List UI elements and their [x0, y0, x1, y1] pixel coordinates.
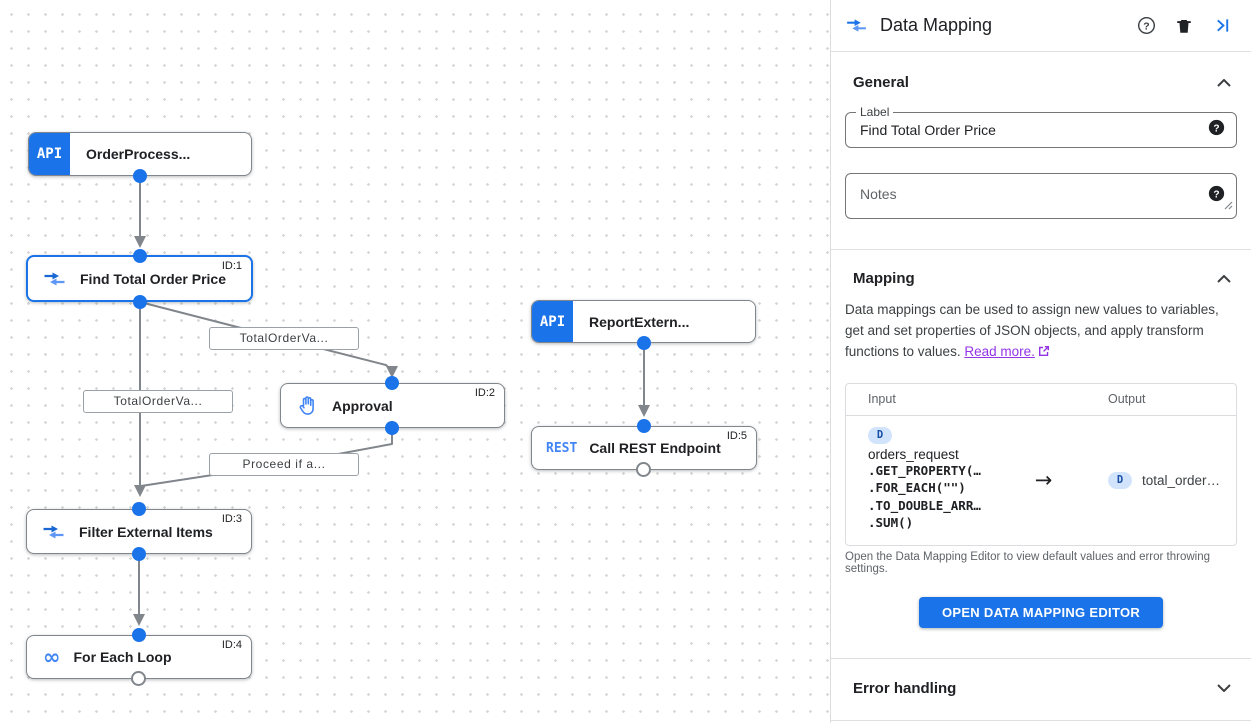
data-mapping-icon	[43, 271, 66, 287]
label-field: Label ?	[845, 105, 1237, 148]
node-id-badge: ID:4	[221, 639, 242, 651]
trash-icon[interactable]	[1171, 13, 1197, 39]
label-help-icon[interactable]: ?	[1208, 119, 1225, 141]
error-handling-heading: Error handling	[853, 679, 957, 697]
mapping-row[interactable]: D orders_request .GET_PROPERTY(… .FOR_EA…	[846, 416, 1236, 545]
section-error-handling: Error handling	[831, 659, 1251, 720]
data-mapping-icon	[42, 524, 65, 540]
input-column-header: Input	[868, 392, 896, 407]
divider	[831, 719, 1251, 721]
node-id-badge: ID:5	[726, 430, 747, 442]
divider	[831, 249, 1251, 250]
port-in-foreach[interactable]	[132, 628, 146, 642]
label-field-label: Label	[856, 105, 894, 119]
node-label: Call REST Endpoint	[589, 440, 721, 456]
open-data-mapping-editor-button[interactable]: OPEN DATA MAPPING EDITOR	[918, 596, 1164, 628]
transform-function: .SUM()	[868, 515, 914, 531]
edges-layer	[133, 176, 650, 626]
mapping-description-text: Data mappings can be used to assign new …	[845, 302, 1219, 359]
external-link-icon	[1038, 343, 1050, 364]
mapping-table: Input Output D orders_request .GET_PROPE…	[845, 382, 1237, 546]
read-more-link[interactable]: Read more.	[964, 343, 1035, 359]
node-approval[interactable]: Approval ID:2	[280, 383, 505, 428]
rest-icon: REST	[546, 440, 578, 456]
general-heading: General	[853, 74, 909, 91]
general-header[interactable]: General	[831, 74, 1251, 91]
node-label: Filter External Items	[79, 523, 213, 540]
collapse-right-icon[interactable]	[1209, 13, 1235, 39]
port-out-foreach[interactable]	[131, 671, 146, 686]
edge-label-totalorder-1[interactable]: TotalOrderVa...	[209, 327, 359, 350]
output-column-header: Output	[1108, 392, 1146, 407]
node-label: For Each Loop	[73, 649, 172, 665]
mapping-caption: Open the Data Mapping Editor to view def…	[845, 550, 1211, 575]
error-handling-header[interactable]: Error handling	[831, 659, 1251, 720]
datatype-badge: D	[868, 426, 892, 444]
port-in-approval[interactable]	[385, 376, 399, 390]
mapping-arrow-icon: →	[1034, 468, 1053, 493]
port-in-rest[interactable]	[637, 419, 651, 433]
port-in-filter[interactable]	[132, 502, 146, 516]
transform-function: .FOR_EACH("")	[868, 480, 966, 496]
node-id-badge: ID:3	[221, 513, 242, 525]
mapping-table-header: Input Output	[846, 384, 1236, 416]
port-in-findtotal[interactable]	[133, 249, 147, 263]
datatype-badge: D	[1108, 471, 1132, 489]
node-id-badge: ID:1	[221, 260, 242, 272]
node-reportextern-trigger[interactable]: API ReportExtern...	[531, 300, 756, 343]
approval-hand-icon	[296, 394, 320, 418]
node-call-rest-endpoint[interactable]: REST Call REST Endpoint ID:5	[531, 426, 757, 470]
input-variable: orders_request	[868, 446, 959, 462]
api-trigger-icon: API	[532, 301, 573, 342]
port-out-findtotal[interactable]	[133, 295, 147, 309]
loop-icon: ∞	[43, 645, 61, 669]
node-orderprocess-trigger[interactable]: API OrderProcess...	[28, 132, 252, 176]
notes-input[interactable]	[846, 174, 1236, 218]
node-label: Find Total Order Price	[80, 270, 226, 287]
mapping-description: Data mappings can be used to assign new …	[845, 300, 1237, 364]
port-out-orderprocess[interactable]	[133, 169, 147, 183]
port-out-reportextern[interactable]	[637, 336, 651, 350]
config-panel: Data Mapping ? Gene	[830, 0, 1251, 723]
chevron-down-icon[interactable]	[1217, 684, 1231, 693]
edge-label-totalorder-2[interactable]: TotalOrderVa...	[83, 390, 233, 413]
notes-help-icon[interactable]: ?	[1208, 185, 1225, 207]
section-mapping: Mapping Data mappings can be used to ass…	[831, 270, 1251, 658]
node-label: OrderProcess...	[86, 146, 191, 162]
transform-function: .TO_DOUBLE_ARR…	[868, 497, 981, 513]
svg-text:?: ?	[1213, 123, 1219, 134]
port-out-approval[interactable]	[385, 421, 399, 435]
panel-title: Data Mapping	[880, 15, 993, 35]
port-out-filter[interactable]	[132, 547, 146, 561]
mapping-output-cell: D total_order…	[1066, 416, 1236, 545]
mapping-header[interactable]: Mapping	[831, 270, 1251, 287]
workflow-canvas[interactable]: TotalOrderVa... TotalOrderVa... Proceed …	[0, 0, 830, 723]
label-input[interactable]	[846, 113, 1236, 147]
transform-function: .GET_PROPERTY(…	[868, 462, 981, 478]
chevron-up-icon[interactable]	[1217, 274, 1231, 283]
data-mapping-icon	[846, 18, 867, 33]
node-id-badge: ID:2	[474, 387, 495, 399]
api-trigger-icon: API	[29, 133, 70, 175]
help-icon[interactable]: ?	[1133, 13, 1159, 39]
svg-text:?: ?	[1143, 21, 1149, 32]
edge-label-proceed-if[interactable]: Proceed if a...	[209, 453, 359, 476]
svg-text:?: ?	[1213, 189, 1219, 200]
output-variable: total_order…	[1142, 472, 1221, 488]
node-label: ReportExtern...	[589, 313, 690, 330]
divider	[831, 657, 1251, 659]
mapping-heading: Mapping	[853, 270, 915, 287]
node-label: Approval	[332, 397, 393, 414]
section-general: General Label ?	[831, 74, 1251, 249]
mapping-input-cell: D orders_request .GET_PROPERTY(… .FOR_EA…	[846, 416, 1021, 545]
notes-field: ?	[845, 173, 1237, 219]
chevron-up-icon[interactable]	[1217, 78, 1231, 87]
port-out-rest[interactable]	[636, 462, 651, 477]
panel-header: Data Mapping ?	[831, 0, 1251, 52]
